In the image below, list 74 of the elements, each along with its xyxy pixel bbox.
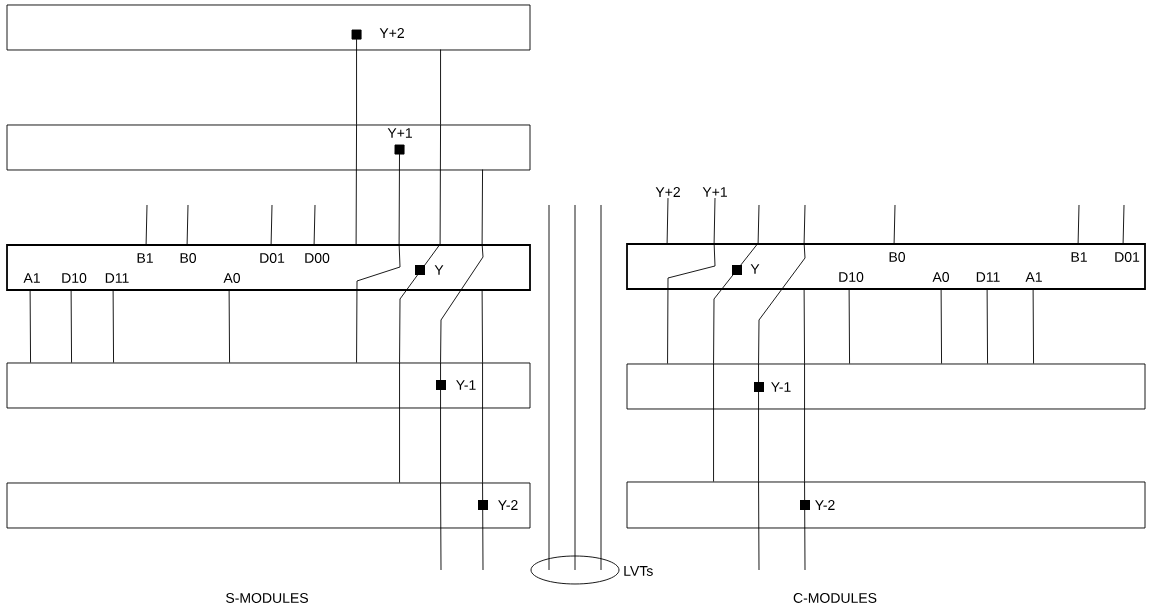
- wire: [804, 363, 805, 482]
- pin-label: D10: [839, 272, 864, 282]
- wire: [758, 363, 759, 482]
- wire: [667, 242, 716, 364]
- wire: [440, 362, 441, 483]
- wire: [145, 204, 148, 245]
- pin-label: D01: [1115, 252, 1140, 262]
- pin-label: D00: [305, 253, 330, 263]
- pin-label: B1: [137, 253, 153, 263]
- wire: [758, 481, 760, 571]
- wire: [986, 287, 988, 364]
- wire: [893, 204, 896, 244]
- wire: [574, 204, 576, 571]
- wire: [112, 288, 114, 363]
- bundle-label: LVTs: [624, 566, 653, 576]
- wire: [228, 288, 230, 363]
- pin-label: D11: [976, 272, 1000, 282]
- wire: [848, 287, 850, 364]
- pin-label: B0: [180, 253, 197, 263]
- wire: [399, 362, 400, 483]
- wire: [70, 288, 72, 363]
- wire: [1077, 204, 1080, 244]
- pin-label: A0: [223, 273, 241, 283]
- pin-label: B1: [1071, 252, 1087, 262]
- pin-label: A0: [932, 272, 949, 282]
- wire: [29, 288, 31, 363]
- wire: [713, 242, 759, 364]
- pin-label: Y: [750, 264, 760, 274]
- wire: [356, 243, 401, 363]
- pin-label: A1: [23, 273, 40, 283]
- wire: [440, 243, 484, 363]
- wire: [270, 204, 273, 245]
- pin-label: Y-1: [456, 380, 476, 390]
- wire: [713, 197, 716, 244]
- wire: [757, 204, 760, 244]
- pin-label: Y+1: [387, 128, 412, 138]
- wire: [440, 482, 442, 571]
- group-label: S-MODULES: [226, 593, 308, 603]
- group-label: C-MODULES: [793, 593, 877, 603]
- wire: [600, 204, 602, 571]
- wire: [186, 204, 189, 245]
- pin-label: Y+2: [655, 187, 680, 197]
- wire: [482, 482, 484, 571]
- wire: [804, 481, 806, 571]
- wire: [666, 197, 669, 244]
- pin-label: D11: [105, 273, 129, 283]
- wire: [940, 287, 942, 364]
- pin-label: Y+1: [702, 187, 727, 197]
- pin-label: Y-2: [815, 500, 835, 510]
- pin-label: D01: [260, 253, 285, 263]
- wire: [440, 49, 441, 125]
- wire: [351, 29, 362, 125]
- wire: [394, 144, 405, 245]
- wire: [439, 124, 441, 245]
- wire: [481, 288, 483, 363]
- wire: [355, 124, 357, 245]
- wire: [803, 204, 806, 244]
- wire: [1122, 204, 1125, 244]
- pin-label: A1: [1025, 272, 1042, 282]
- pin-label: Y-1: [771, 382, 791, 392]
- pin-label: Y-2: [498, 500, 518, 510]
- pin-label: Y: [434, 265, 444, 275]
- wire: [313, 204, 316, 245]
- pin-label: B0: [889, 252, 906, 262]
- wire: [481, 169, 483, 245]
- pin-label: Y+2: [379, 28, 404, 38]
- wire: [482, 362, 483, 483]
- wire: [399, 243, 441, 363]
- wire: [713, 363, 714, 482]
- wire: [803, 287, 805, 364]
- wire: [758, 242, 806, 364]
- wire: [1032, 287, 1034, 364]
- pin-label: D10: [62, 273, 87, 283]
- wire: [548, 204, 550, 571]
